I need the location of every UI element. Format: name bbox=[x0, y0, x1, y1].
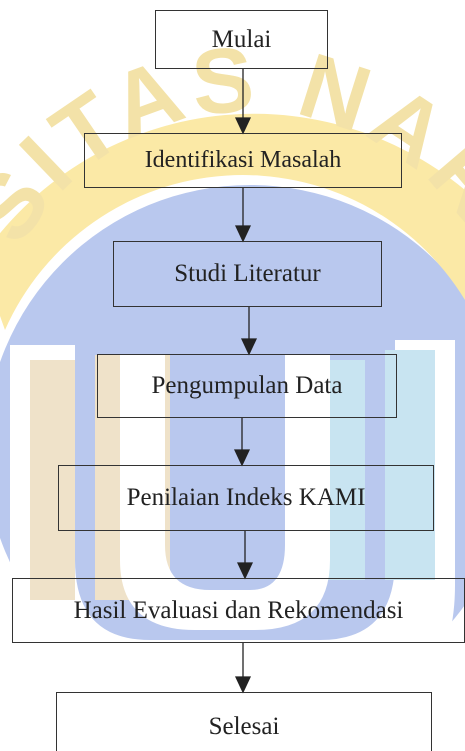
node-evaluation-result: Hasil Evaluasi dan Rekomendasi bbox=[12, 578, 465, 643]
node-identify-problem: Identifikasi Masalah bbox=[84, 133, 402, 188]
node-literature-study: Studi Literatur bbox=[113, 241, 382, 307]
node-start: Mulai bbox=[155, 10, 328, 69]
logo-inner-u bbox=[120, 355, 330, 630]
logo-beige-bar bbox=[30, 360, 75, 600]
node-end: Selesai bbox=[56, 692, 432, 751]
logo-motto-text: PRO PATRIA bbox=[95, 643, 316, 682]
node-data-collection: Pengumpulan Data bbox=[97, 354, 397, 418]
logo-yellow-ring bbox=[0, 113, 465, 330]
node-kami-assessment: Penilaian Indeks KAMI bbox=[58, 465, 434, 531]
